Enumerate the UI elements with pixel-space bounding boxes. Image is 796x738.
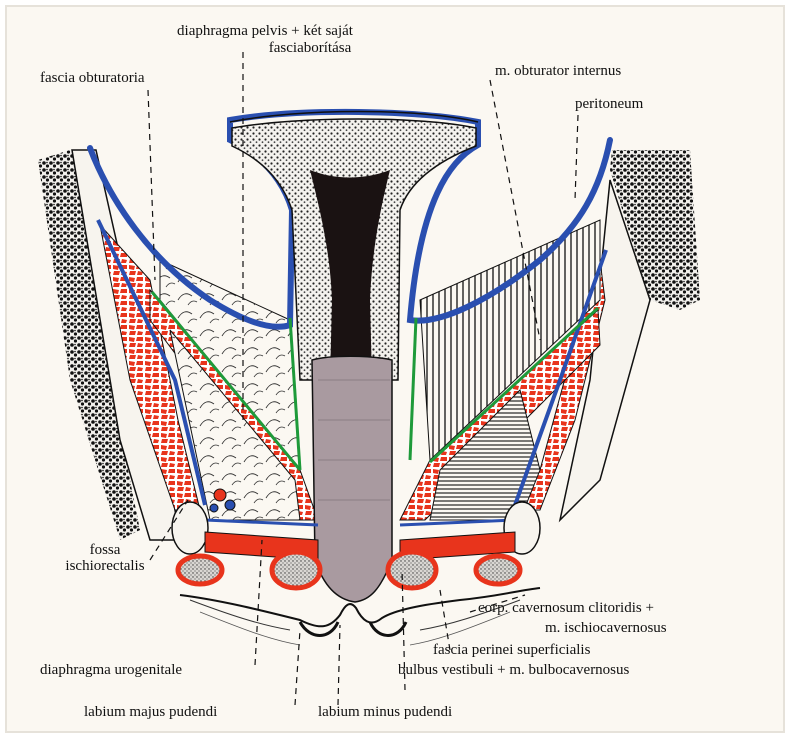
label-fascia-obturatoria: fascia obturatoria (40, 70, 145, 86)
label-labium-majus: labium majus pudendi (84, 704, 218, 720)
label-peritoneum: peritoneum (575, 96, 644, 112)
label-fascia-perinei: fascia perinei superficialis (433, 642, 591, 658)
label-corp-cavernosum-1: corp. cavernosum clitoridis + (478, 600, 654, 616)
label-corp-cavernosum-2: m. ischiocavernosus (545, 620, 667, 636)
label-diaphragma-urogenitale: diaphragma urogenitale (40, 662, 183, 678)
label-labium-minus: labium minus pudendi (318, 704, 453, 720)
label-fossa-2: ischiorectalis (65, 558, 145, 574)
label-bulbus-vestibuli: bulbus vestibuli + m. bulbocavernosus (398, 662, 630, 678)
label-diaphragma-pelvis-2: fasciaborítása (268, 40, 352, 56)
label-m-obturator-internus: m. obturator internus (495, 63, 622, 79)
label-diaphragma-pelvis-1: diaphragma pelvis + két saját (177, 23, 353, 39)
label-fossa-1: fossa (89, 542, 121, 558)
